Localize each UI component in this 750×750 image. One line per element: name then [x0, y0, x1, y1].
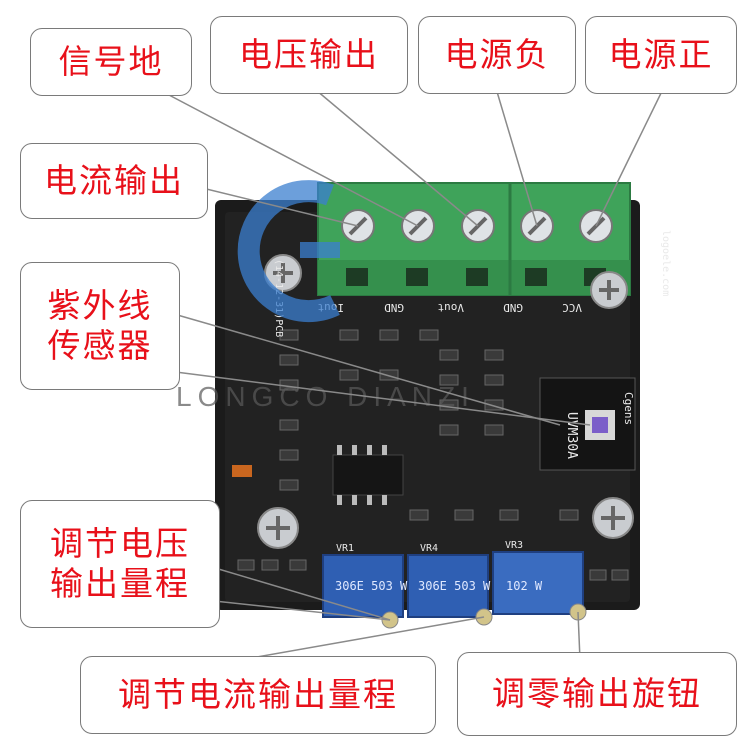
ic-chip	[332, 445, 404, 505]
pot-code-2: 306E 503 W	[418, 579, 491, 593]
diode	[232, 465, 252, 477]
terminal-block	[317, 182, 631, 296]
watermark-logo	[237, 180, 340, 323]
pot-code-1: 306E 503 W	[335, 579, 408, 593]
label-voltage-output: 电压输出	[210, 16, 408, 94]
label-adjust-voltage-range: 调节电压 输出量程	[20, 500, 220, 628]
website-text: logoele.com	[660, 230, 671, 296]
watermark-text: LONGCO DIANZI	[176, 381, 475, 412]
pot-name-3: VR3	[505, 540, 523, 551]
label-zero-knob: 调零输出旋钮	[457, 652, 737, 736]
pot-code-3: 102 W	[506, 579, 543, 593]
label-uv-sensor: 紫外线 传感器	[20, 262, 180, 390]
leader-lines	[149, 84, 666, 661]
label-signal-ground: 信号地	[30, 28, 192, 96]
terminal-label-vcc: VCC	[562, 301, 582, 314]
pot-name-2: VR4	[420, 543, 438, 554]
mounting-screws	[257, 254, 634, 549]
label-power-positive: 电源正	[585, 16, 737, 94]
sensor-model-text: UVM30A	[564, 412, 579, 459]
label-power-negative: 电源负	[418, 16, 576, 94]
label-current-output: 电流输出	[20, 143, 208, 219]
terminal-label-gnd2: GND	[503, 301, 523, 314]
sensor-brand-text: Cgens	[622, 392, 635, 425]
smd-components	[237, 329, 629, 581]
label-adjust-current-range: 调节电流输出量程	[80, 656, 436, 734]
pot-silkscreen: 306E 503 W 306E 503 W 102 W VR1 VR4 VR3	[335, 540, 543, 593]
terminal-label-gnd1: GND	[384, 301, 404, 314]
pot-name-1: VR1	[336, 543, 354, 554]
terminal-label-vout: Vout	[438, 301, 465, 314]
